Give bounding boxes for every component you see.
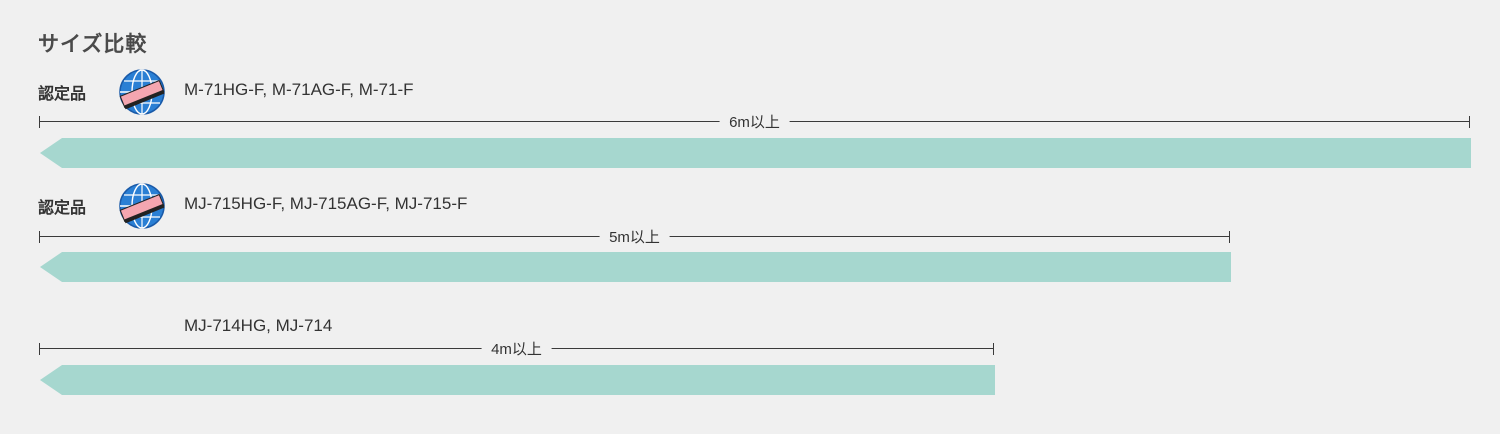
page-title: サイズ比較 bbox=[38, 32, 148, 56]
model-names: MJ-714HG, MJ-714 bbox=[184, 316, 333, 335]
approved-globe-logo-icon bbox=[118, 182, 166, 230]
length-bar bbox=[40, 252, 1231, 282]
length-bar bbox=[40, 138, 1471, 168]
size-row-1: 認定品 M-71HG-F, M-71AG-F, M-71-F 6m以上 bbox=[0, 68, 1500, 178]
length-label: 4m以上 bbox=[481, 338, 552, 359]
approved-globe-logo-icon bbox=[118, 68, 166, 116]
length-dimension: 6m以上 bbox=[39, 111, 1470, 132]
length-label: 6m以上 bbox=[719, 111, 790, 132]
model-names: MJ-715HG-F, MJ-715AG-F, MJ-715-F bbox=[184, 194, 468, 213]
size-row-2: 認定品 MJ-715HG-F, MJ-715AG-F, MJ-715-F 5m以… bbox=[0, 182, 1500, 292]
length-dimension: 5m以上 bbox=[39, 226, 1230, 247]
length-bar bbox=[40, 365, 995, 395]
length-dimension: 4m以上 bbox=[39, 338, 994, 359]
length-label: 5m以上 bbox=[599, 226, 670, 247]
size-row-3: MJ-714HG, MJ-714 4m以上 bbox=[0, 296, 1500, 406]
model-names: M-71HG-F, M-71AG-F, M-71-F bbox=[184, 80, 414, 99]
certified-label: 認定品 bbox=[38, 84, 87, 103]
certified-label: 認定品 bbox=[38, 198, 87, 217]
